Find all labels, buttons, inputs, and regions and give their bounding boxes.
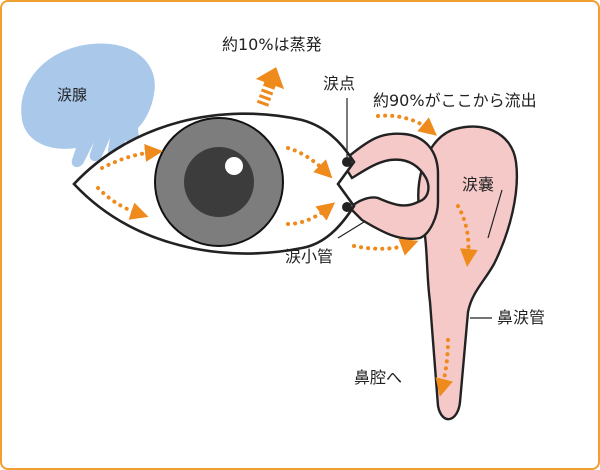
flow-arrow-8: [435, 338, 453, 397]
lacrimal-sac-and-duct: [417, 125, 519, 421]
label-evaporation: 約10%は蒸発: [222, 35, 322, 54]
label-punctum: 涙点: [323, 74, 355, 93]
eye-highlight: [225, 157, 243, 175]
label-outflow: 約90%がここから流出: [373, 91, 537, 110]
flow-arrow-5: [376, 113, 437, 136]
pupil: [184, 147, 254, 217]
label-lacrimal-gland: 涙腺: [57, 86, 87, 104]
label-to-nasal-cavity: 鼻腔へ: [354, 368, 402, 387]
evaporation-arrow: [255, 67, 285, 107]
flow-arrow-4: [286, 202, 336, 226]
flow-arrow-6: [352, 238, 419, 256]
leader-sac: [487, 189, 503, 239]
lacrimal-canaliculi: [340, 132, 440, 241]
flow-arrow-3: [286, 146, 333, 179]
leader-canaliculus: [337, 221, 365, 239]
tear-flow-arrows: [96, 113, 478, 397]
flow-arrow-1: [100, 143, 163, 170]
lacrimal-gland: [21, 43, 155, 168]
eye: [72, 112, 356, 255]
label-canaliculus: 涙小管: [285, 247, 333, 266]
lower-punctum: [342, 202, 352, 212]
upper-punctum: [342, 157, 352, 167]
flow-arrow-7: [456, 204, 478, 267]
label-nasolacrimal-duct: 鼻涙管: [497, 308, 545, 327]
label-lacrimal-sac: 涙嚢: [462, 175, 494, 194]
